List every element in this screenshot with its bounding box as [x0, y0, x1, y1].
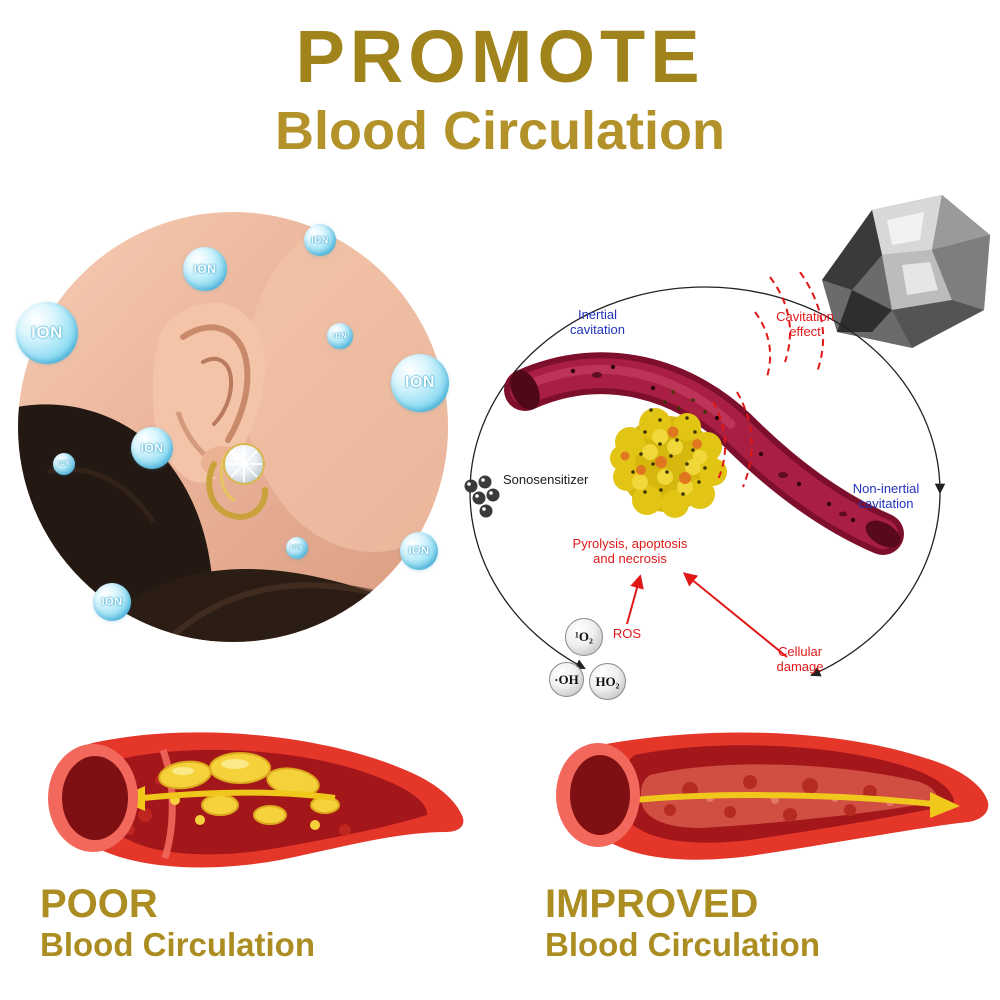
improved-artery-illustration [540, 720, 990, 900]
ros-arrow [626, 574, 644, 625]
flow-arrow-right [634, 792, 934, 807]
label-pyrolysis: Pyrolysis, apoptosis and necrosis [572, 536, 688, 566]
ion-bubble: ION [304, 224, 336, 256]
cavitation-diagram: Inertial cavitation Cavitation effect So… [455, 272, 955, 717]
ion-bubble: ION [93, 583, 131, 621]
diagram-art [464, 272, 946, 677]
tumor-cluster [610, 390, 727, 518]
poor-artery-illustration [25, 720, 465, 900]
label-cavitation-effect: Cavitation effect [776, 309, 834, 339]
blood-vessel [504, 352, 904, 555]
stone-illustration [822, 195, 990, 348]
ion-bubble: ION [400, 532, 438, 570]
improved-subtitle: Blood Circulation [545, 925, 820, 963]
molecule-singlet-oxygen: ¹O₂ [565, 618, 603, 656]
ear-photo [18, 212, 448, 642]
label-inertial-cavitation: Inertial cavitation [570, 307, 625, 337]
label-sonosensitizer: Sonosensitizer [503, 472, 589, 487]
label-non-inertial-cavitation: Non-inertial cavitation [852, 481, 920, 511]
gold-earring [206, 443, 268, 520]
page-subtitle: Blood Circulation [275, 100, 725, 161]
improved-title: IMPROVED [545, 882, 759, 926]
ion-bubble: ION [53, 453, 75, 475]
label-ros: ROS [612, 626, 642, 641]
improved-caption: IMPROVED Blood Circulation [545, 882, 820, 964]
germanium-stone [812, 190, 997, 355]
header: PROMOTE Blood Circulation [0, 18, 1000, 161]
ion-bubble: ION [131, 427, 173, 469]
ear-photo-illustration [18, 212, 448, 642]
flow-arrow-left [142, 789, 336, 801]
ion-bubble: ION [327, 323, 353, 349]
page-title: PROMOTE [295, 15, 705, 98]
label-cellular-damage: Cellular damage [776, 644, 824, 674]
ion-bubble: ION [286, 537, 308, 559]
poor-title: POOR [40, 882, 158, 926]
sonosensitizer-dots [464, 475, 500, 518]
cellular-damage-arrow [682, 572, 788, 658]
ion-bubble: ION [16, 302, 78, 364]
poor-subtitle: Blood Circulation [40, 925, 315, 963]
ion-bubble: ION [391, 354, 449, 412]
poor-caption: POOR Blood Circulation [40, 882, 315, 964]
ion-bubble: ION [183, 247, 227, 291]
molecule-hydroxyl: ·OH [549, 662, 584, 697]
cavitation-waves [712, 272, 825, 488]
molecule-hydroperoxyl: HO₂ [589, 663, 626, 700]
